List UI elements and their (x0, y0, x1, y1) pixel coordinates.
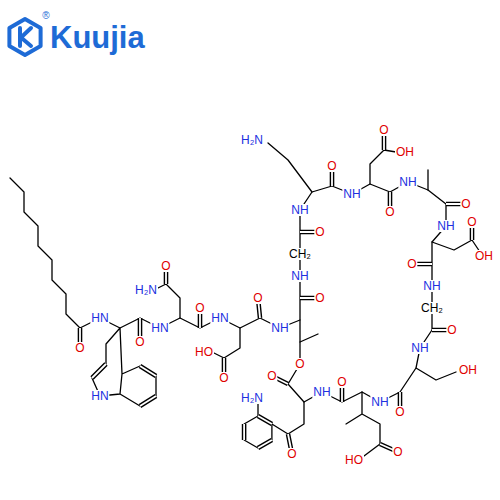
double-bonds-outer (80, 130, 472, 454)
atom-label: O (74, 342, 85, 354)
atom-label: HN (90, 390, 109, 402)
atom-label: O (394, 406, 405, 418)
atom-label: O (326, 160, 337, 172)
trademark-mark: ® (41, 11, 50, 21)
atom-label: HO (194, 346, 214, 358)
atom-label: O (314, 292, 325, 304)
atom-label: H₂N (134, 284, 158, 296)
atom-label: O (294, 358, 305, 370)
atom-label: O (286, 448, 297, 460)
atom-label: H₂N (240, 392, 264, 404)
atom-label: O (252, 292, 263, 304)
atom-label: O (378, 124, 389, 136)
atom-label: O (384, 206, 395, 218)
atom-label: OH (458, 364, 478, 376)
atom-label: HN (90, 312, 109, 324)
atom-label: CH₂ (288, 248, 312, 260)
atom-label: O (160, 260, 171, 272)
atom-label: H₂N (240, 134, 264, 146)
atom-label: O (314, 226, 325, 238)
atom-label: NH (422, 280, 441, 292)
double-bonds-inner (80, 130, 472, 454)
brand-name: Kuujia (50, 22, 145, 53)
atom-label: NH (270, 322, 289, 334)
atom-label: NH (370, 396, 389, 408)
logo-icon (9, 19, 40, 55)
atom-label: O (266, 370, 277, 382)
atom-label: NH (290, 204, 309, 216)
atom-label: O (406, 258, 417, 270)
atom-label: O (466, 216, 477, 228)
atom-label: O (194, 302, 205, 314)
atom-label: CH₂ (420, 302, 444, 314)
atom-label: NH (410, 342, 429, 354)
atom-label: NH (342, 188, 361, 200)
atom-label: O (460, 198, 471, 210)
atom-label: OH (395, 146, 415, 158)
atom-label: O (446, 324, 457, 336)
atom-label: O (218, 372, 229, 384)
atom-label: NH (312, 386, 331, 398)
atom-label: NH (436, 220, 455, 232)
atom-label: NH (398, 176, 417, 188)
atom-label: HN (210, 312, 229, 324)
atom-label: O (336, 376, 347, 388)
atom-label: NH (290, 270, 309, 282)
atom-label: O (134, 336, 145, 348)
atom-label: HO (344, 454, 364, 466)
atom-label: O (392, 446, 403, 458)
single-bonds (10, 143, 480, 456)
atom-label: HN (150, 322, 169, 334)
atom-label: OH (474, 250, 494, 262)
